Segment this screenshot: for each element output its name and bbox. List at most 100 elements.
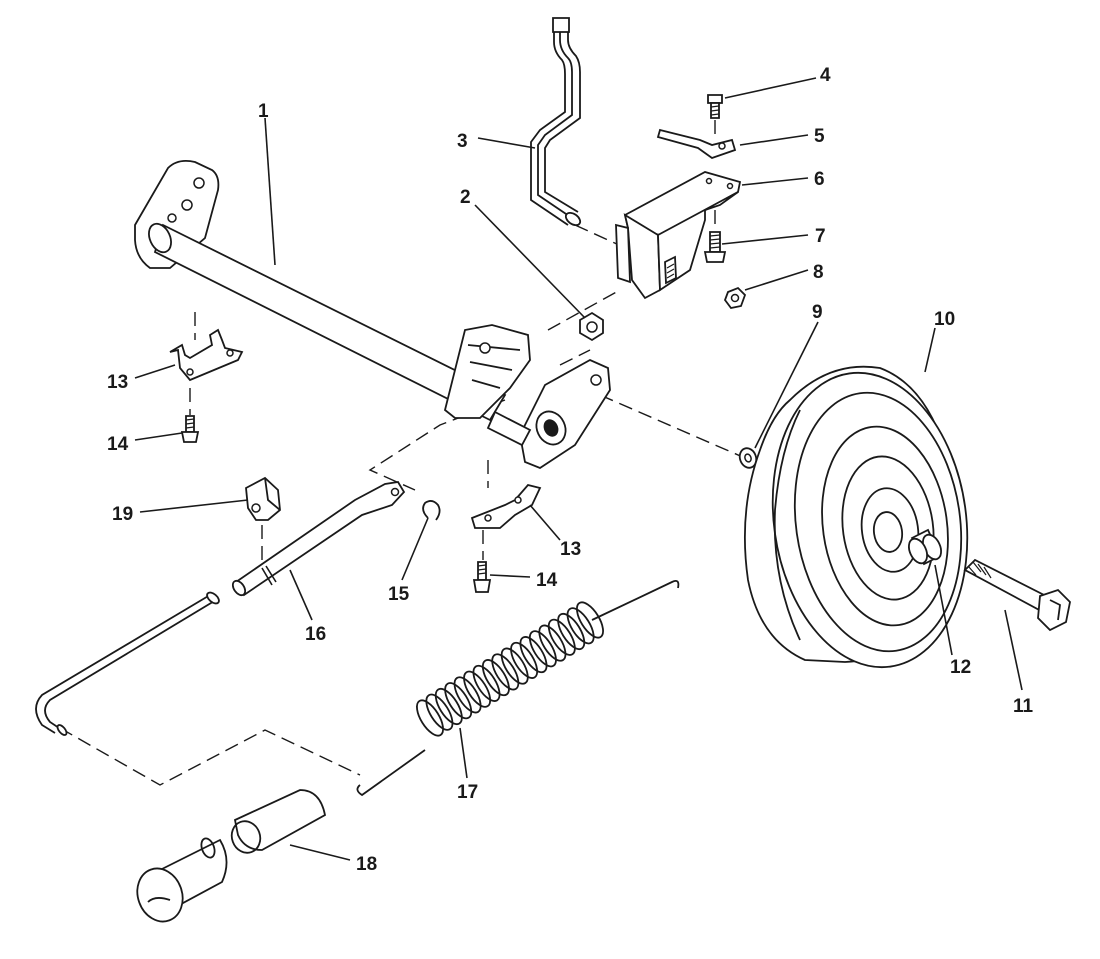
bracket13b-hole-b [514,496,522,504]
plate-teeth [467,344,521,389]
rod-end [564,211,582,227]
grip18-rim [230,820,262,854]
leader-13a [134,364,176,379]
wheel [743,365,969,669]
leader-lines [134,77,1023,861]
lower-rod-tip [56,724,68,736]
callout-3: 3 [457,131,468,152]
bracket13a-hole-a [186,368,194,376]
leader-14b [489,574,531,578]
callout-1: 1 [258,101,269,122]
callout-11: 11 [1013,696,1034,717]
bolt4-threads [710,105,720,116]
wheel-hub-inner [872,511,904,553]
lower-rod-end [206,591,220,605]
spring-coil [416,699,444,737]
leader-6 [741,177,809,186]
leader-12 [934,564,953,656]
spring-coil [510,641,539,679]
guide-plate-to-nut [559,349,591,366]
lower-rod-edge-a [44,599,217,731]
callout-4: 4 [820,65,831,86]
lower-rod [35,591,220,736]
bracket13b-hole-a [484,514,492,522]
nut [579,311,604,342]
clip19-body [245,476,281,521]
flange-hole-low [167,213,177,223]
callout-10: 10 [934,309,955,330]
bent-rod [530,17,582,227]
guide-axle-to-washer [599,394,746,459]
bolt11-head-facet [1049,599,1061,621]
grip18-slot [147,897,171,903]
nut-8 [723,286,747,309]
callout-14-right: 14 [536,570,558,591]
callout-14-left: 14 [107,434,129,455]
bolt11-head [1037,588,1071,632]
bracket13a-body [169,328,244,382]
bolt7-head [703,251,727,263]
spring-clip [656,128,737,160]
leader-5 [739,134,809,146]
bracket6-slot [664,255,677,285]
leader-1 [264,117,276,266]
leader-19 [139,499,249,513]
bracket6-slot-marks [666,263,675,279]
bolt7-threads [709,234,721,249]
rod-edge-b [544,30,581,213]
spring-coil [463,670,492,708]
link-rod [231,481,406,597]
leader-10 [924,327,936,373]
callout-9: 9 [812,302,823,323]
leader-9 [754,321,819,449]
callout-16: 16 [305,624,326,645]
axle-stub [486,410,532,447]
leader-14a [134,432,183,441]
mounting-bracket [615,171,742,300]
callout-labels: 1 2 3 4 5 6 7 8 9 10 11 12 13 13 14 14 1… [107,65,1034,875]
spring17-hook-right [591,579,680,621]
callout-6: 6 [814,169,825,190]
leader-15 [401,517,429,581]
callout-2: 2 [460,187,471,208]
callout-12: 12 [950,657,971,678]
leader-3 [477,137,536,149]
rod-cap [552,17,570,33]
callout-5: 5 [814,126,825,147]
callout-13-left: 13 [107,372,128,393]
spring-coil [547,618,576,656]
leader-16 [289,569,313,621]
right-plate-hole [590,374,602,386]
wheel-hub-outer [860,487,920,573]
bolt14a-threads [185,418,195,429]
bolt-flange-7 [703,231,727,263]
bolt11-threads [967,561,992,579]
callout-8: 8 [813,262,824,283]
rod-centerline [537,28,573,219]
axle-tube [134,159,611,470]
flange-hole-mid [181,199,193,211]
bracket-13-left [169,328,244,382]
wheel-rim-3 [841,455,935,601]
spring-coil [500,647,529,685]
callout-7: 7 [815,226,826,247]
spring-coil [472,664,501,702]
guide-nut-to-bracket [547,289,621,331]
callout-18: 18 [356,854,377,875]
link16-body [234,481,406,597]
bolt-14-right [472,561,492,593]
leader-17 [459,727,468,779]
spring17-hook-left [356,749,426,797]
bolt14b-threads [477,564,487,575]
bolt-small-top [707,94,723,119]
spring-coil [538,624,567,662]
callout-15: 15 [388,584,410,605]
grip18-notch [200,837,216,859]
link16-end [231,579,247,597]
spring-coil [453,676,482,714]
link16-hole [390,487,400,497]
grip18-face [136,867,184,923]
spring-coil [566,607,595,645]
clip5-body [656,128,737,160]
